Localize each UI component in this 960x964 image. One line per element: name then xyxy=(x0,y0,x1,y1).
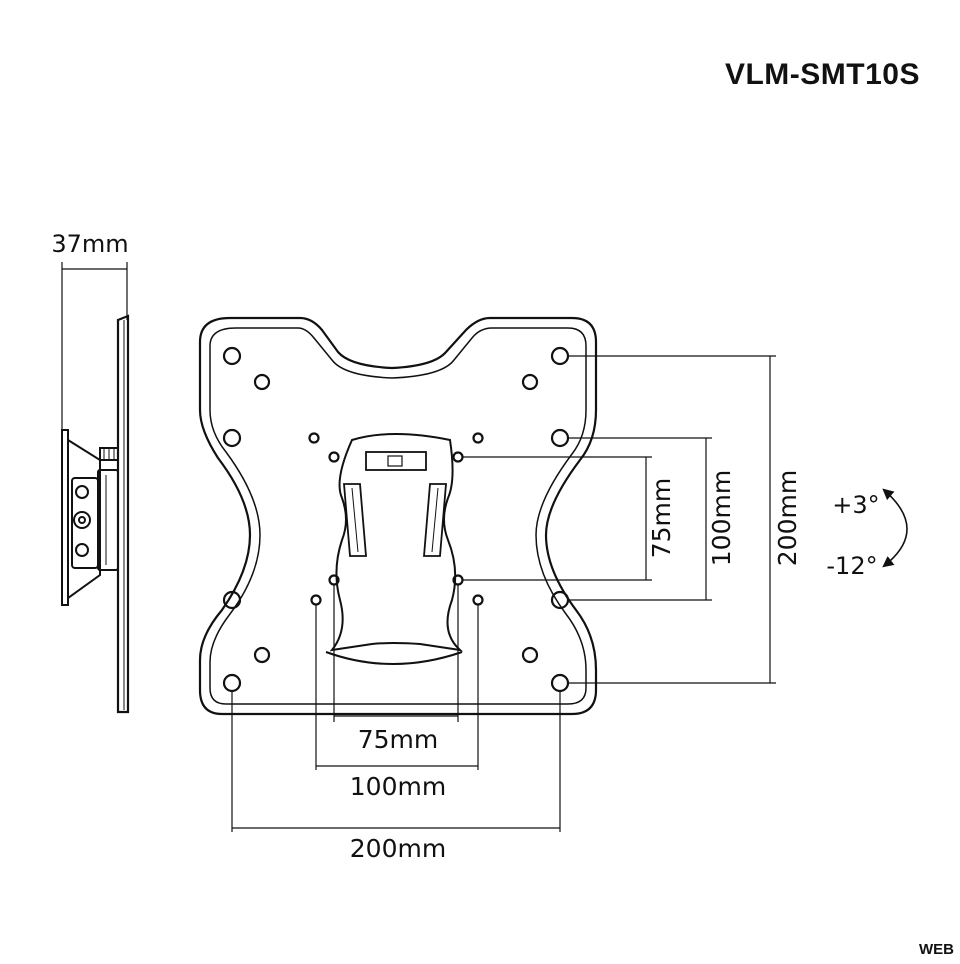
hole-aux-1 xyxy=(253,373,271,391)
hole-side-tl xyxy=(222,428,242,448)
vertical-dimensions xyxy=(462,355,776,684)
slot-left xyxy=(343,483,367,557)
hole-100-bl xyxy=(310,594,322,606)
hole-side-tr xyxy=(550,428,570,448)
depth-label: 37mm xyxy=(51,230,128,258)
hole-small-1 xyxy=(308,432,320,444)
watermark-text: WEB xyxy=(919,941,954,958)
tilt-down-label: -12° xyxy=(826,552,877,580)
hole-small-2 xyxy=(472,432,484,444)
label-75-h: 75mm xyxy=(358,725,439,754)
slot-right xyxy=(423,483,447,557)
hole-aux-4 xyxy=(521,646,539,664)
tilt-arc-arrow xyxy=(882,488,908,568)
hole-200-tr xyxy=(550,346,570,366)
latch xyxy=(365,451,427,471)
hole-side-bl xyxy=(222,590,242,610)
hole-200-tl xyxy=(222,346,242,366)
label-100-v: 100mm xyxy=(707,470,736,566)
bottom-arc xyxy=(325,651,463,665)
plate-outline xyxy=(198,316,598,716)
horizontal-dimensions xyxy=(231,584,561,832)
side-plate xyxy=(116,314,130,714)
label-75-v: 75mm xyxy=(647,478,676,559)
center-bracket xyxy=(329,433,464,652)
hole-200-bl xyxy=(222,673,242,693)
side-view xyxy=(61,262,130,714)
hole-100-br xyxy=(472,594,484,606)
hole-75-tl xyxy=(328,451,340,463)
label-200-h: 200mm xyxy=(350,834,446,863)
hole-aux-3 xyxy=(253,646,271,664)
hole-aux-2 xyxy=(521,373,539,391)
label-100-h: 100mm xyxy=(350,772,446,801)
hinge-arm xyxy=(97,469,119,571)
hole-200-br xyxy=(550,673,570,693)
side-wall-plate xyxy=(61,429,69,606)
label-200-v: 200mm xyxy=(773,470,802,566)
front-plate xyxy=(198,316,598,716)
side-bracket xyxy=(67,438,101,600)
plate-inner-outline xyxy=(209,327,587,705)
hole-75-tr xyxy=(452,451,464,463)
tilt-up-label: +3° xyxy=(832,491,879,519)
model-title: VLM-SMT10S xyxy=(724,58,920,91)
